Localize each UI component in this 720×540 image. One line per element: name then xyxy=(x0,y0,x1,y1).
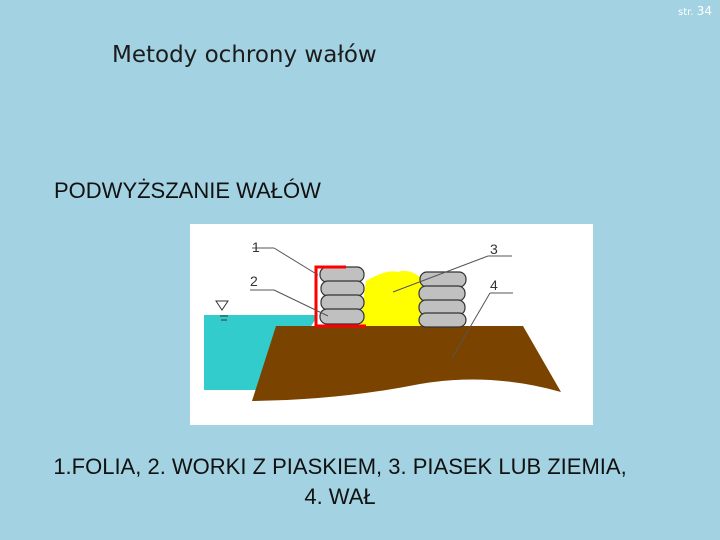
diagram-label-3: 3 xyxy=(490,241,498,257)
levee-body xyxy=(252,326,561,401)
caption-line-2: 4. WAŁ xyxy=(304,484,376,509)
foil-sheet xyxy=(314,265,366,328)
levee-diagram: 1 2 3 4 xyxy=(190,224,593,425)
section-subtitle: PODWYŻSZANIE WAŁÓW xyxy=(54,178,321,203)
sand-mound xyxy=(360,270,422,326)
diagram-label-1: 1 xyxy=(252,239,260,255)
page-number: str. 34 xyxy=(678,4,712,18)
water-level-symbol xyxy=(215,300,229,321)
diagram-label-2: 2 xyxy=(250,273,258,289)
page-number-value: 34 xyxy=(696,4,712,18)
page-title: Metody ochrony wałów xyxy=(112,42,377,68)
sandbag-stack-right xyxy=(418,271,467,328)
levee-diagram-svg: 1 2 3 4 xyxy=(204,239,561,401)
figure-caption: 1.FOLIA, 2. WORKI Z PIASKIEM, 3. PIASEK … xyxy=(0,452,680,512)
leader-lines xyxy=(250,247,513,359)
diagram-label-4: 4 xyxy=(490,277,498,293)
page-number-label: str. xyxy=(678,7,694,18)
caption-line-1: 1.FOLIA, 2. WORKI Z PIASKIEM, 3. PIASEK … xyxy=(53,454,627,479)
sandbag-stack-left xyxy=(319,266,365,325)
